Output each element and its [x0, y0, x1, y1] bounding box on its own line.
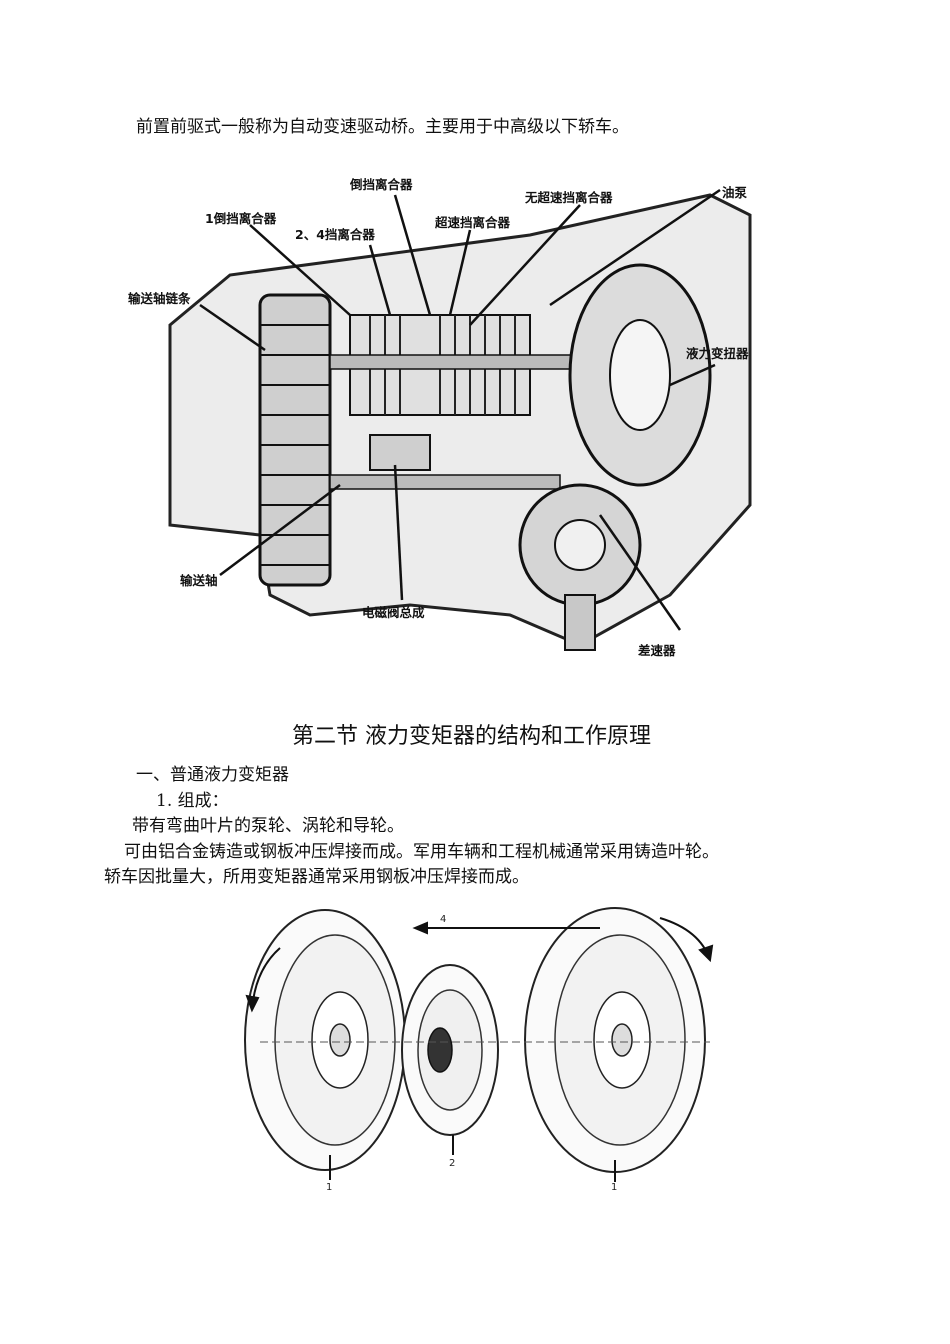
intro-paragraph: 前置前驱式一般称为自动变速驱动桥。主要用于中高级以下轿车。 [136, 117, 629, 137]
label-overrun-clutch: 无超速挡离合器 [524, 190, 613, 205]
label-transfer-shaft: 输送轴 [180, 573, 218, 588]
fig2-label-bottom-right: 1 [611, 1182, 617, 1190]
turbine-wheel [524, 907, 706, 1173]
torque-converter-components-figure: 4 1 2 1 [244, 907, 714, 1190]
label-differential: 差速器 [637, 643, 676, 658]
label-reverse-clutch: 倒挡离合器 [349, 177, 413, 192]
label-second-fourth-clutch: 2、4挡离合器 [295, 227, 375, 242]
stator-wheel [401, 964, 499, 1136]
body-paragraph-3: 轿车因批量大，所用变矩器通常采用钢板冲压焊接而成。 [104, 867, 529, 887]
fig2-label-bottom-left: 1 [326, 1182, 332, 1190]
fig2-label-bottom-mid: 2 [449, 1158, 455, 1169]
fig2-label-top: 4 [440, 914, 446, 925]
body-paragraph-2: 可由铝合金铸造或钢板冲压焊接而成。军用车辆和工程机械通常采用铸造叶轮。 [124, 842, 719, 862]
label-overdrive-clutch: 超速挡离合器 [434, 215, 511, 230]
body-paragraph-1: 带有弯曲叶片的泵轮、涡轮和导轮。 [132, 816, 404, 836]
item-1: 1. 组成： [156, 791, 229, 811]
pump-wheel [244, 909, 406, 1171]
label-transfer-chain: 输送轴链条 [128, 291, 191, 306]
sub-title: 一、普通液力变矩器 [136, 765, 289, 785]
label-first-reverse-clutch: 1倒挡离合器 [205, 211, 277, 226]
transaxle-cutaway-figure: 倒挡离合器 无超速挡离合器 油泵 1倒挡离合器 2、4挡离合器 超速挡离合器 输… [128, 177, 752, 658]
label-oil-pump: 油泵 [722, 185, 748, 200]
label-torque-converter: 液力变扭器 [686, 346, 749, 361]
label-solenoid-assembly: 电磁阀总成 [362, 605, 425, 620]
section-title: 第二节 液力变矩器的结构和工作原理 [292, 724, 651, 749]
